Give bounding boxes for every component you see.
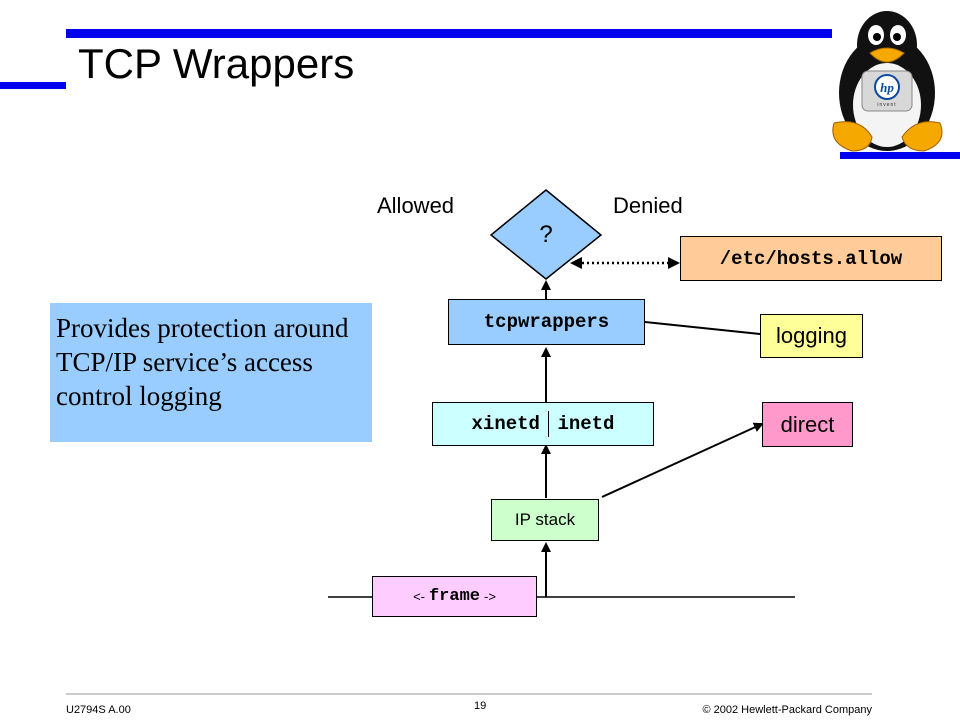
tcpwrappers-box: tcpwrappers [448, 299, 645, 345]
frame-left-arrow: <- [413, 589, 425, 604]
footer-course-code: U2794S A.00 [66, 704, 131, 716]
footer-page-number: 19 [474, 700, 487, 712]
xinetd-label: xinetd [471, 413, 540, 435]
decision-label: ? [539, 221, 553, 248]
left-accent-bar [0, 82, 66, 89]
logging-box: logging [760, 314, 863, 358]
ip-stack-box: IP stack [491, 499, 599, 541]
xinetd-inetd-box: xinetd inetd [432, 402, 654, 446]
right-accent-bar [840, 152, 960, 159]
inetd-label: inetd [557, 413, 615, 435]
frame-box: <- frame -> [372, 576, 537, 617]
allowed-label: Allowed [377, 193, 455, 218]
hosts-allow-box: /etc/hosts.allow [680, 236, 942, 281]
description-callout: Provides protection around TCP/IP servic… [50, 303, 372, 442]
frame-label: frame [428, 587, 480, 606]
direct-box: direct [762, 402, 853, 447]
divider-bar [547, 411, 550, 437]
top-accent-bar [66, 29, 832, 38]
footer-copyright: © 2002 Hewlett-Packard Company [702, 704, 872, 716]
slide-title: TCP Wrappers [78, 40, 355, 87]
frame-right-arrow: -> [484, 589, 496, 604]
denied-label: Denied [613, 193, 683, 218]
svg-text:hp: hp [880, 80, 894, 95]
svg-text:invent: invent [877, 102, 896, 108]
